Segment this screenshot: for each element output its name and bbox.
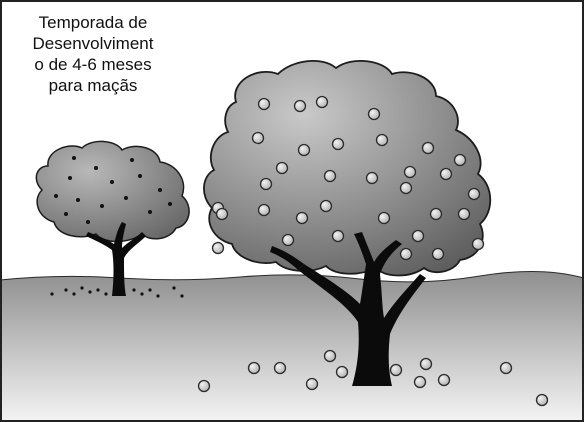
caption-line: Desenvolviment (32, 34, 154, 53)
small-tree-trunk (86, 222, 146, 296)
caption-line: o de 4-6 meses (34, 55, 152, 74)
ground (0, 270, 584, 422)
big-tree-trunk (298, 232, 426, 386)
caption-line: Temporada de (38, 13, 148, 32)
small-tree-canopy (35, 140, 190, 243)
caption-line: para maçãs (48, 76, 138, 95)
fallen-apples (197, 349, 549, 407)
big-tree-apples (211, 95, 485, 261)
small-tree-fruit-dots (54, 156, 172, 224)
big-tree-branch-left (270, 246, 304, 270)
small-tree-fallen-dots (50, 286, 184, 298)
caption: Temporada de Desenvolviment o de 4-6 mes… (12, 12, 174, 96)
